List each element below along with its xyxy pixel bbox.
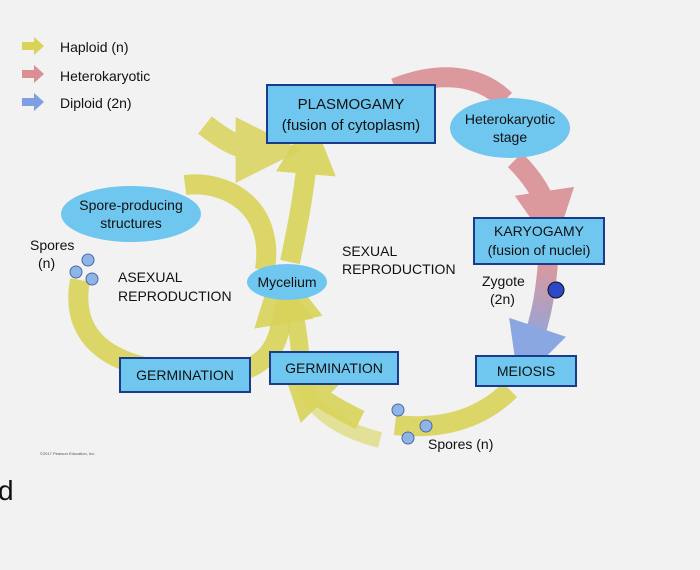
karyogamy-subtitle: (fusion of nuclei) (488, 242, 591, 258)
legend-label-diploid: Diploid (2n) (60, 95, 132, 111)
spore (419, 419, 433, 433)
diploid-arrow-icon (22, 93, 44, 111)
legend-label-haploid: Haploid (n) (60, 39, 128, 55)
spore-producing-oval: Spore-producing structures (61, 186, 201, 242)
asexual-reproduction-label-line2: REPRODUCTION (118, 288, 232, 304)
zygote-dot (547, 281, 565, 299)
karyogamy-to-meiosis-arrow (509, 261, 567, 385)
plasmogamy-to-heterokaryotic-arrow (391, 67, 513, 108)
sexual-loop-curve (292, 375, 383, 448)
zygote-label-line1: Zygote (482, 273, 525, 289)
heterokaryotic-stage-oval: Heterokaryotic stage (450, 98, 570, 158)
legend: Haploid (n) Heterokaryotic Diploid (2n) (22, 37, 150, 111)
germination-left-label: GERMINATION (136, 367, 234, 383)
sexual-reproduction-label-line2: REPRODUCTION (342, 261, 456, 277)
spore (391, 403, 405, 417)
spore-producing-line1: Spore-producing (79, 197, 183, 213)
heterokaryotic-stage-line1: Heterokaryotic (465, 111, 555, 127)
zygote-label-line2: (2n) (490, 291, 515, 307)
spore (85, 272, 99, 286)
mycelium-label: Mycelium (257, 274, 316, 290)
germination-center-to-mycelium-arrow (269, 268, 323, 353)
spores-bottom-label: Spores (n) (428, 436, 493, 452)
plasmogamy-box: PLASMOGAMY (fusion of cytoplasm) (266, 84, 436, 144)
asexual-loop-arrow (183, 174, 277, 272)
germination-left-box: GERMINATION (119, 357, 251, 393)
haploid-arrow-icon (22, 37, 44, 55)
heterokaryotic-arrow-icon (22, 65, 44, 83)
legend-label-heterokaryotic: Heterokaryotic (60, 68, 150, 84)
mycelium-to-plasmogamy-arrow (276, 114, 336, 265)
spore-producing-line2: structures (100, 215, 161, 231)
heterokaryotic-stage-line2: stage (493, 129, 527, 145)
asexual-reproduction-label-line1: ASEXUAL (118, 269, 183, 285)
incoming-hypha-arrow (198, 116, 302, 183)
spores-left-label-line2: (n) (38, 255, 55, 271)
mycelium-oval: Mycelium (247, 264, 327, 300)
legend-item-diploid: Diploid (2n) (22, 93, 132, 111)
heterokaryotic-to-karyogamy-arrow (507, 152, 575, 251)
sexual-reproduction-label-line1: SEXUAL (342, 243, 397, 259)
plasmogamy-title: PLASMOGAMY (298, 96, 405, 113)
spore (69, 265, 83, 279)
spores-bottom (391, 403, 433, 445)
meiosis-box: MEIOSIS (475, 355, 577, 387)
meiosis-to-spores-arrow (393, 382, 518, 437)
spore (401, 431, 415, 445)
germination-center-box: GERMINATION (269, 351, 399, 385)
karyogamy-title: KARYOGAMY (494, 223, 585, 239)
germination-center-label: GERMINATION (285, 360, 383, 376)
meiosis-label: MEIOSIS (497, 363, 555, 379)
spores-left (69, 253, 99, 286)
legend-item-haploid: Haploid (n) (22, 37, 128, 55)
karyogamy-box: KARYOGAMY (fusion of nuclei) (473, 217, 605, 265)
spores-left-label-line1: Spores (30, 237, 74, 253)
edge-letter: d (0, 475, 14, 506)
copyright-notice: ©2017 Pearson Education, Inc. (40, 451, 95, 456)
spore (81, 253, 95, 267)
legend-item-heterokaryotic: Heterokaryotic (22, 65, 150, 84)
plasmogamy-subtitle: (fusion of cytoplasm) (282, 117, 420, 134)
